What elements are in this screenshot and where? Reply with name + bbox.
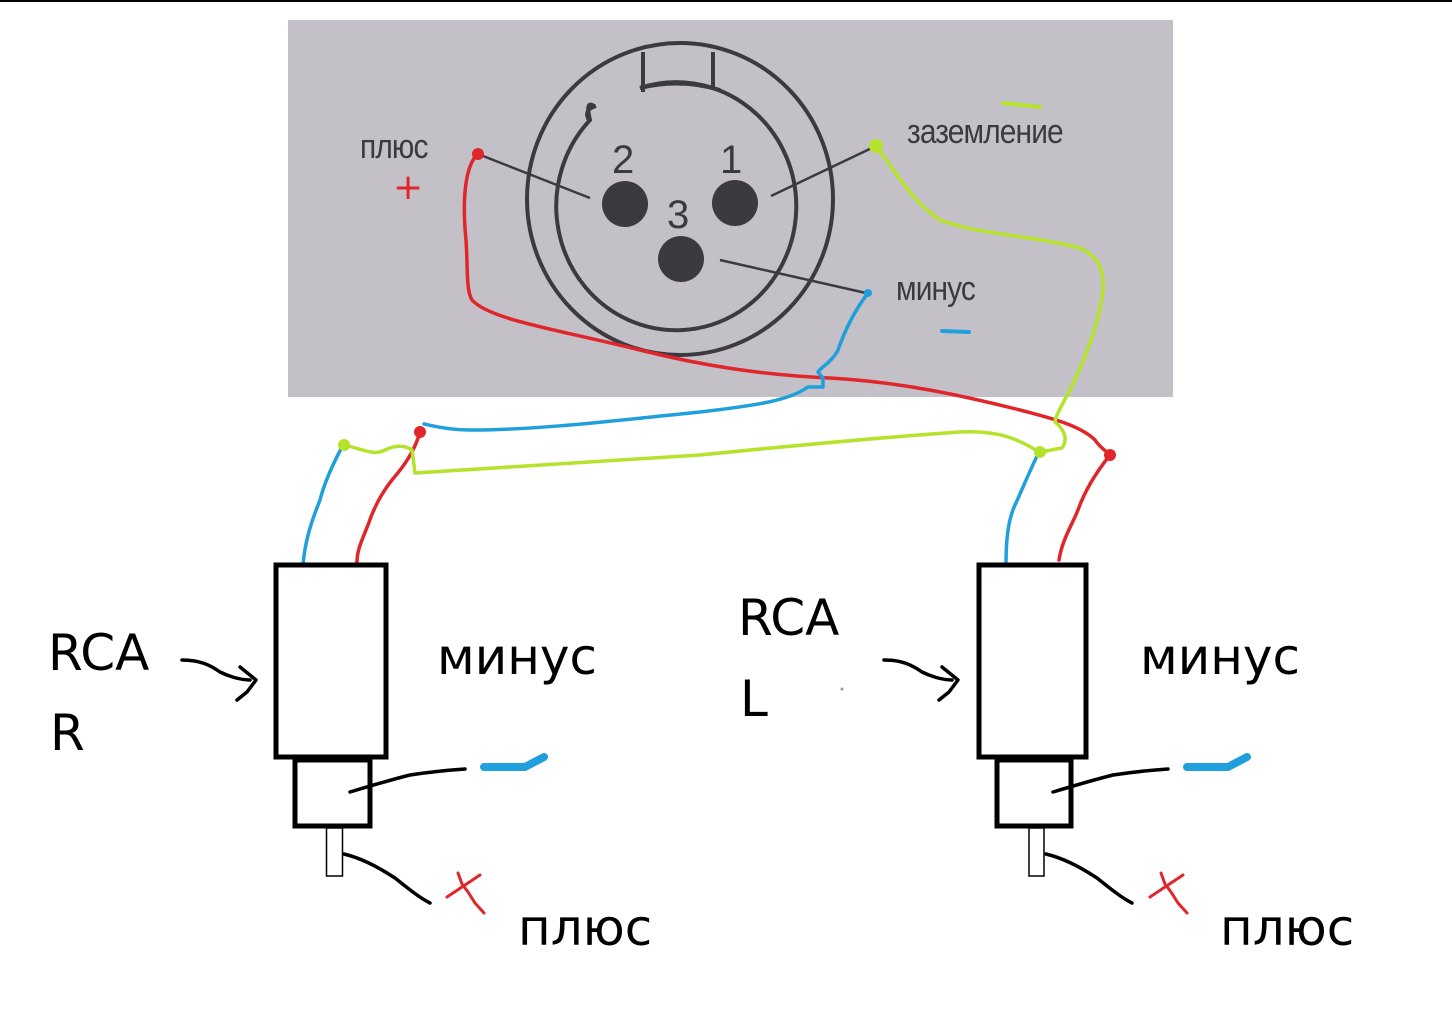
rca-l-channel: L bbox=[740, 670, 768, 728]
xlr-pin-1 bbox=[712, 180, 758, 226]
rca-l-pin-leader bbox=[1044, 852, 1134, 905]
rca-l-minus-label: минус bbox=[1140, 628, 1300, 686]
plus-dot-rca-r bbox=[414, 426, 426, 438]
plus-wire bbox=[355, 152, 1112, 564]
rca-r-sleeve bbox=[292, 757, 373, 829]
rca-l-body bbox=[976, 562, 1089, 760]
rca-l-pin bbox=[1028, 827, 1045, 877]
rca-r-pin bbox=[325, 827, 344, 877]
rca-r-sleeve-leader bbox=[348, 767, 467, 794]
ground-dot-rca-r bbox=[338, 439, 350, 451]
plus-dot-rca-l bbox=[1104, 449, 1116, 461]
minus-wire bbox=[301, 291, 1041, 567]
leader-pin2 bbox=[477, 152, 591, 200]
rca-right-connector bbox=[273, 562, 389, 877]
rca-r-body bbox=[273, 562, 389, 760]
xlr-connector bbox=[525, 41, 835, 357]
xlr-outer-ring bbox=[525, 41, 835, 357]
xlr-minus-mark bbox=[940, 329, 971, 334]
rca-l-name: RCA bbox=[738, 589, 840, 647]
rca-l-plus-label: плюс bbox=[1220, 899, 1355, 957]
minus-dot-xlr bbox=[864, 289, 872, 297]
rca-r-annotations bbox=[180, 658, 467, 905]
xlr-latch-bump bbox=[585, 104, 597, 124]
xlr-ground-label: заземление bbox=[907, 113, 1064, 151]
xlr-pin-2 bbox=[602, 181, 648, 227]
top-border-line bbox=[0, 0, 1452, 2]
rca-l-arrow bbox=[882, 658, 960, 702]
rca-r-pin-leader bbox=[342, 852, 432, 905]
xlr-plus-sign: + bbox=[393, 167, 424, 208]
leader-pin1 bbox=[770, 144, 877, 198]
rca-left-connector bbox=[976, 562, 1089, 877]
rca-l-sleeve bbox=[994, 757, 1074, 829]
xlr-pins bbox=[602, 180, 758, 282]
stray-dot bbox=[840, 687, 844, 691]
ground-wire bbox=[343, 144, 1105, 475]
xlr-pin-2-number: 2 bbox=[612, 138, 635, 182]
ground-minus-mark bbox=[1001, 101, 1042, 109]
xlr-pin-3-number: 3 bbox=[667, 193, 690, 237]
xlr-pin-1-number: 1 bbox=[720, 138, 743, 182]
ground-dot-rca-l bbox=[1034, 446, 1046, 458]
rca-l-annotations bbox=[882, 658, 1170, 905]
plus-dot-xlr bbox=[472, 148, 484, 160]
xlr-minus-label: минус bbox=[896, 270, 976, 308]
rca-l-plus-cross-icon bbox=[1148, 871, 1189, 915]
xlr-plus-label: плюс bbox=[360, 128, 428, 166]
xlr-leader-lines bbox=[477, 144, 877, 295]
rca-r-channel: R bbox=[50, 704, 85, 762]
rca-r-name: RCA bbox=[48, 624, 150, 682]
xlr-inner-ring bbox=[554, 80, 799, 333]
rca-r-minus-mark bbox=[480, 753, 548, 771]
rca-r-plus-label: плюс bbox=[518, 899, 653, 957]
xlr-inner-top-arc bbox=[639, 81, 721, 92]
rca-l-sleeve-leader bbox=[1051, 767, 1170, 794]
rca-l-minus-mark bbox=[1183, 753, 1251, 771]
ground-dot-xlr bbox=[869, 139, 883, 153]
rca-r-minus-label: минус bbox=[437, 628, 597, 686]
xlr-pin-3 bbox=[658, 236, 704, 282]
rca-r-plus-cross-icon bbox=[445, 871, 486, 915]
leader-pin3 bbox=[719, 258, 867, 295]
rca-r-arrow bbox=[180, 658, 258, 702]
